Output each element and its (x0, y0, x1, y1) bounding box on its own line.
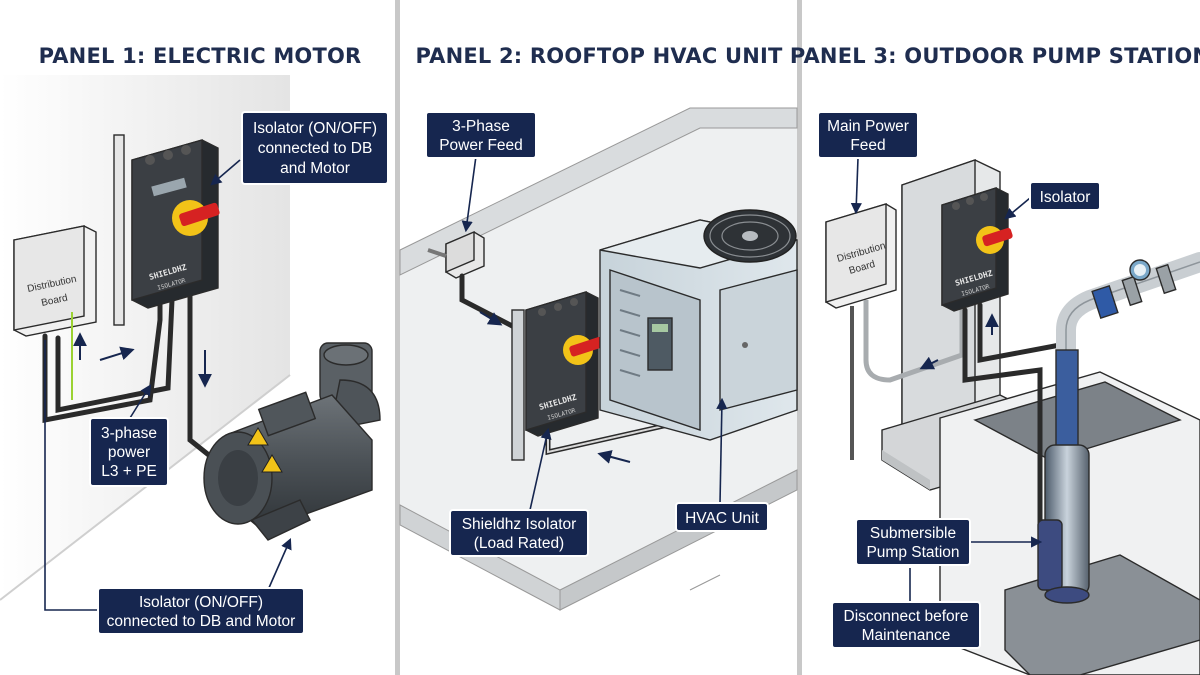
svg-text:3-Phase: 3-Phase (452, 118, 510, 135)
panel-1: Distribution Board SHIELDHZ ISOLATOR (0, 44, 395, 675)
panel1-title: PANEL 1: ELECTRIC MOTOR (39, 44, 362, 68)
cable-isolator-motor (187, 287, 218, 463)
panel2-title: PANEL 2: ROOFTOP HVAC UNIT (415, 44, 783, 68)
callout-power-feed: 3-Phase Power Feed (425, 111, 537, 159)
callout-isolator-top: Isolator (ON/OFF) connected to DB and Mo… (241, 111, 389, 185)
distribution-board: Distribution Board (13, 225, 97, 337)
warning-triangle-icon (247, 427, 269, 446)
panel-divider-1 (395, 0, 400, 675)
electric-motor (203, 342, 381, 541)
callout-disconnect: Disconnect before Maintenance (831, 601, 981, 649)
svg-text:Isolator: Isolator (1040, 189, 1091, 206)
hvac-unit (599, 209, 798, 441)
svg-text:3-phase: 3-phase (101, 425, 157, 442)
callout-isolator-panel2: Shieldhz Isolator (Load Rated) (449, 509, 589, 557)
callout-submersible-pump: Submersible Pump Station (855, 518, 971, 566)
callout-isolator-bottom: Isolator (ON/OFF) connected to DB and Mo… (97, 587, 305, 635)
rotary-handle-2[interactable] (569, 336, 605, 357)
svg-text:connected to DB and Motor: connected to DB and Motor (107, 613, 296, 630)
submersible-pump (1037, 349, 1090, 604)
valve[interactable] (1091, 285, 1119, 319)
distribution-board-3: Distribution Board (825, 203, 897, 309)
svg-text:and Motor: and Motor (280, 160, 350, 177)
svg-text:L3 + PE: L3 + PE (101, 463, 157, 480)
callout-main-power: Main Power Feed (817, 111, 919, 159)
svg-text:Isolator (ON/OFF): Isolator (ON/OFF) (139, 594, 263, 611)
isolator-panel2: SHIELDHZ ISOLATOR (525, 291, 605, 437)
panel-2: SHIELDHZ ISOLATOR (399, 44, 798, 611)
panel3-title: PANEL 3: OUTDOOR PUMP STATION (790, 44, 1200, 68)
isolator-panel1: SHIELDHZ ISOLATOR (131, 139, 220, 309)
svg-text:Disconnect before: Disconnect before (844, 608, 969, 625)
svg-text:power: power (108, 444, 150, 461)
svg-text:Submersible: Submersible (870, 525, 956, 542)
rotary-handle-3[interactable] (981, 227, 1013, 247)
mounting-rail (113, 134, 125, 326)
svg-text:Power Feed: Power Feed (439, 137, 523, 154)
db-label-line2: Board (40, 293, 68, 309)
svg-text:(Load Rated): (Load Rated) (474, 535, 564, 552)
svg-text:Shieldhz Isolator: Shieldhz Isolator (462, 516, 577, 533)
svg-text:connected to DB: connected to DB (258, 140, 373, 157)
svg-text:Feed: Feed (850, 137, 885, 154)
svg-text:HVAC Unit: HVAC Unit (685, 510, 759, 527)
callout-isolator-panel3: Isolator (1029, 181, 1101, 211)
panel-3: Distribution Board SHIELDHZ ISOLATOR (790, 44, 1200, 675)
discharge-pipe (1056, 252, 1200, 370)
isolator-post (511, 309, 525, 461)
power-feed-box (427, 230, 485, 279)
isolator-panel3: SHIELDHZ ISOLATOR (941, 187, 1013, 312)
panel-divider-2 (797, 0, 802, 675)
svg-text:Main Power: Main Power (827, 118, 909, 135)
callout-three-phase: 3-phase power L3 + PE (89, 417, 169, 487)
rotary-handle[interactable] (178, 202, 220, 227)
svg-text:Maintenance: Maintenance (862, 627, 951, 644)
svg-text:Pump Station: Pump Station (866, 544, 959, 561)
callout-hvac-unit: HVAC Unit (675, 502, 769, 532)
svg-text:Isolator (ON/OFF): Isolator (ON/OFF) (253, 120, 377, 137)
